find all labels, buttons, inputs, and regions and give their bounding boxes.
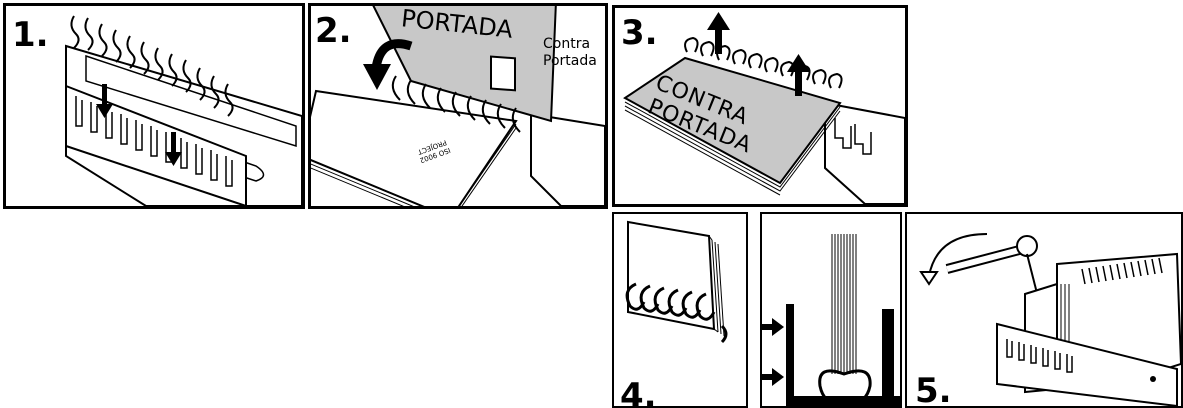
step-2-panel: PORTADA Contra Portada ISO 9002 PROJECT … [308,3,608,209]
right-arrow-icon [762,368,784,386]
step-4-detail-illustration [762,214,900,406]
up-arrow-icon [707,12,730,54]
step-4-detail-panel [760,212,902,408]
step-1-panel: 1. [3,3,305,209]
right-arrow-icon [762,318,784,336]
back-cover-label-line1: Contra [543,36,590,52]
step-1-number: 1. [12,18,49,52]
step-1-illustration [6,6,302,206]
step-2-number: 2. [315,14,352,48]
step-3-number: 3. [621,16,658,50]
step-4-number: 4. [620,379,657,408]
back-cover-label-line2: Portada [543,53,597,69]
step-5-number: 5. [915,374,952,408]
step-3-panel: CONTRA PORTADA 3. [612,5,908,207]
step-4-panel: 4. [612,212,748,408]
step-5-panel: 5. [905,212,1183,408]
